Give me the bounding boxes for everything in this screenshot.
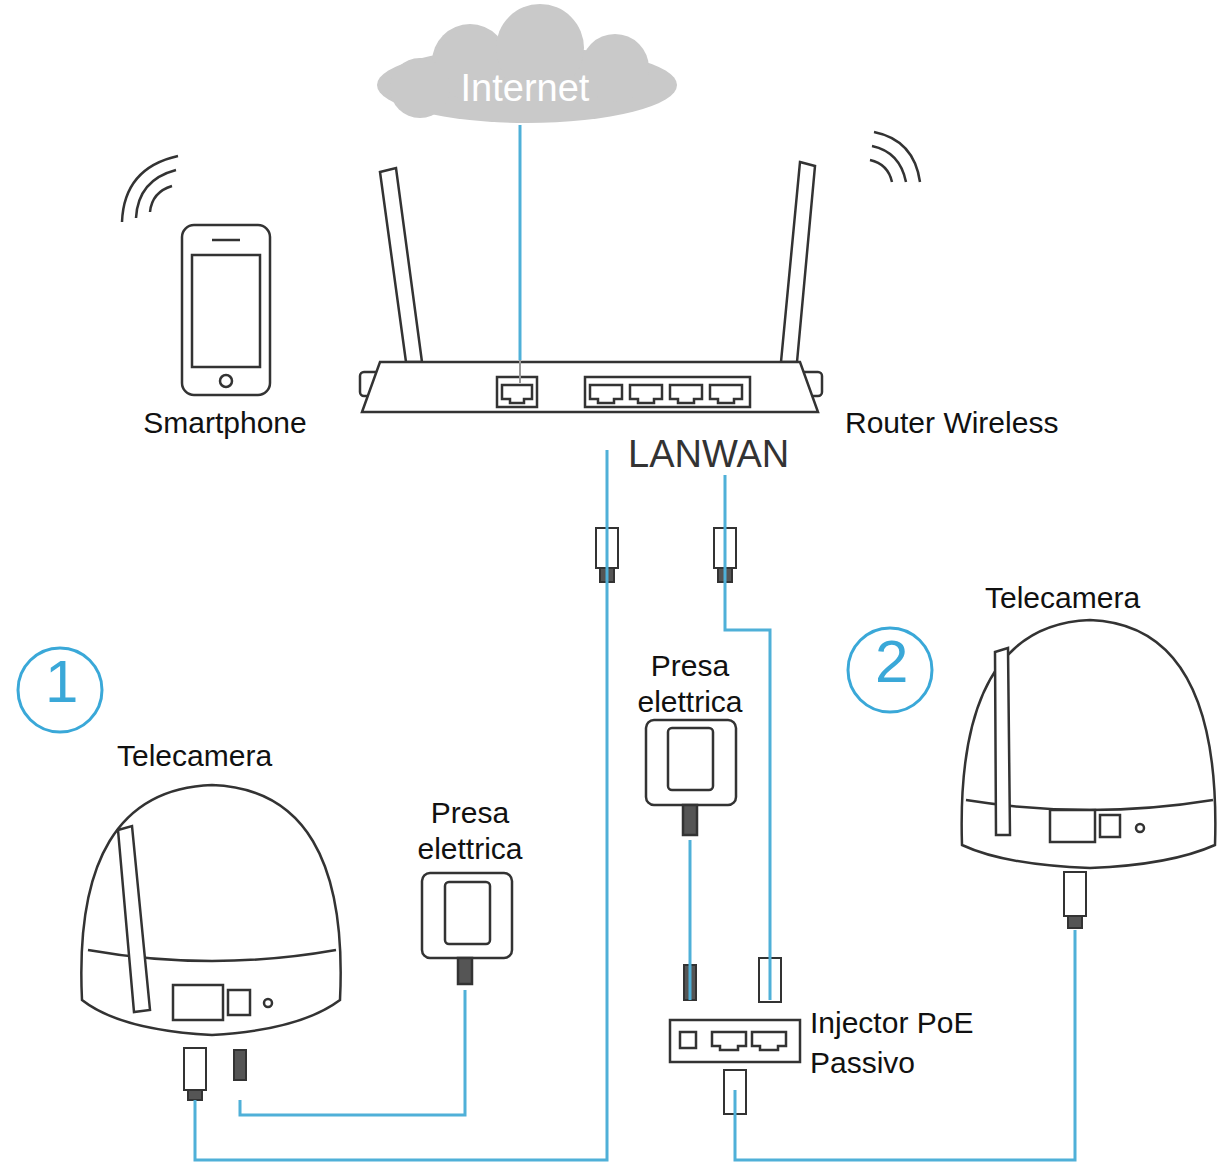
smartphone-icon [122,156,270,395]
cable [195,450,607,1160]
cloud-node: Internet [375,5,679,125]
cable-plugs [184,528,1086,1114]
node-label: Telecamera [117,738,357,774]
injector-node: Injector PoE Passivo [665,1000,1020,1090]
camera-node: Telecamera [75,735,365,1100]
camera-icon [962,620,1216,868]
socket-node: Presa elettrica [395,795,549,990]
camera-node: Telecamera [955,578,1215,930]
cable [240,990,465,1115]
cable-line [689,840,692,1000]
cable [725,450,770,1000]
node-label: Internet [375,67,675,109]
node-label: Presa elettrica [615,648,765,720]
socket-node: Presa elettrica [615,648,769,840]
cable-line [725,450,770,1000]
camera-icon [81,785,340,1035]
callout-circles [18,628,932,732]
node-label: Telecamera [985,580,1210,616]
cable-line [519,125,522,360]
router-icon [360,132,920,412]
port-label: LANWAN [625,433,792,475]
callout-number: 2 [872,630,911,694]
cable-line [240,990,465,1115]
smartphone-node: Smartphone [115,150,339,445]
cable-line [735,930,1075,1160]
node-label: Injector PoE Passivo [810,1003,985,1083]
cable [735,930,1075,1160]
poe-injector [670,1020,800,1062]
node-label: Presa elettrica [395,795,545,867]
callout-number: 1 [42,650,81,714]
cable [520,125,521,360]
cable [690,840,691,1000]
cable-line [195,450,607,1160]
node-label: Router Wireless [845,405,1105,441]
node-label: Smartphone [115,405,335,441]
